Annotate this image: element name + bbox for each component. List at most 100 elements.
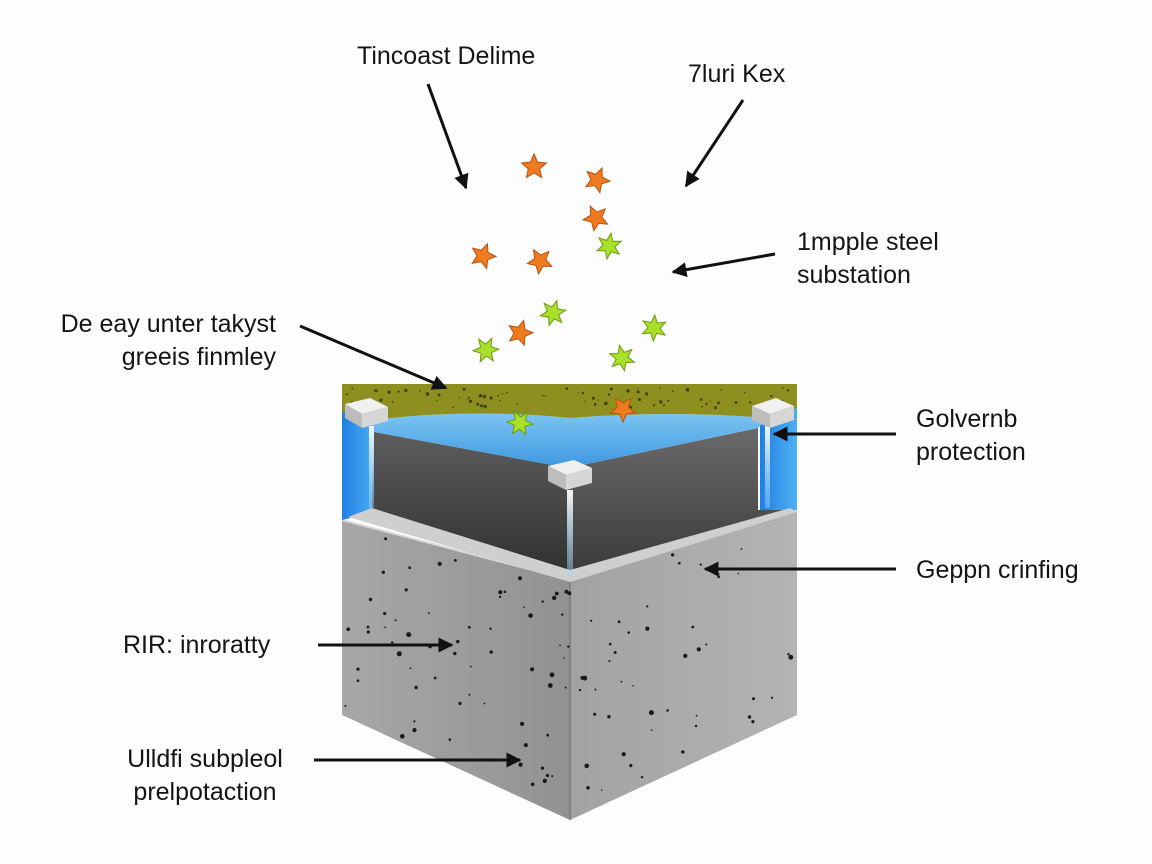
algae-speck xyxy=(458,396,460,399)
aggregate-speck xyxy=(567,591,572,596)
algae-speck xyxy=(468,399,473,403)
concrete-right-face xyxy=(570,510,797,820)
aggregate-speck xyxy=(547,683,553,688)
aggregate-speck xyxy=(406,632,412,638)
algae-speck xyxy=(489,396,493,400)
aggregate-speck xyxy=(530,667,535,672)
star-particle-icon xyxy=(608,343,636,373)
falling-particles xyxy=(471,152,667,437)
steel-post-left xyxy=(345,398,388,508)
aggregate-speck xyxy=(518,762,523,767)
steel-post-right xyxy=(752,398,794,508)
aggregate-speck xyxy=(366,625,370,629)
aggregate-speck xyxy=(621,752,626,757)
algae-speck xyxy=(581,391,585,395)
aggregate-speck xyxy=(467,625,471,629)
label-line-2: greeis finmley xyxy=(121,343,276,371)
aggregate-speck xyxy=(542,778,547,784)
aggregate-speck xyxy=(617,620,621,624)
aggregate-speck xyxy=(640,776,644,779)
algae-speck xyxy=(376,390,379,392)
aggregate-speck xyxy=(632,685,634,687)
algae-speck xyxy=(770,394,773,398)
algae-speck xyxy=(720,389,722,391)
aggregate-speck xyxy=(666,709,669,712)
algae-speck xyxy=(626,389,630,393)
aggregate-speck xyxy=(629,764,633,768)
pit-right-wall xyxy=(568,428,790,575)
aggregate-speck xyxy=(717,575,720,579)
aggregate-speck xyxy=(503,590,507,594)
concrete-block xyxy=(341,509,798,820)
algae-speck xyxy=(638,398,641,401)
label-line-1: Ulldfi subpleol xyxy=(127,745,283,773)
label-line-1: 1mpple steel xyxy=(797,228,939,256)
algae-speck xyxy=(685,387,690,392)
label-line-1: De eay unter takyst xyxy=(60,310,276,338)
aggregate-speck xyxy=(540,766,545,770)
algae-speck xyxy=(659,400,663,404)
star-particle-icon xyxy=(581,205,609,233)
aggregate-speck xyxy=(437,561,442,567)
aggregate-speck xyxy=(523,606,525,609)
aggregate-speck xyxy=(368,597,373,602)
aggregate-speck xyxy=(699,563,702,566)
algae-speck xyxy=(699,398,703,401)
label-text: Tincoast Delime xyxy=(357,42,536,70)
aggregate-speck xyxy=(366,630,370,634)
label-tincoast-delime: Tincoast Delime xyxy=(357,40,535,73)
aggregate-speck xyxy=(428,612,430,615)
left-blue-membrane-wall xyxy=(342,410,376,520)
aggregate-speck xyxy=(627,631,630,634)
star-particle-icon xyxy=(526,248,553,276)
algae-speck xyxy=(541,394,544,397)
algae-speck xyxy=(466,399,468,401)
aggregate-speck xyxy=(408,566,412,570)
aggregate-speck xyxy=(564,686,567,689)
aggregate-speck xyxy=(346,627,351,632)
aggregate-speck xyxy=(433,676,437,680)
algae-speck xyxy=(480,404,483,408)
algae-speck xyxy=(663,404,666,407)
aggregate-speck xyxy=(751,720,755,724)
steel-post-center xyxy=(548,460,592,576)
pit-left-wall xyxy=(352,432,570,575)
algae-speck xyxy=(637,387,639,389)
aggregate-speck xyxy=(683,653,688,659)
aggregate-speck xyxy=(391,641,394,644)
algae-speck xyxy=(437,393,441,397)
star-particle-icon xyxy=(584,166,612,194)
aggregate-speck xyxy=(545,773,550,778)
label-line-2: protection xyxy=(916,438,1026,466)
algae-speck xyxy=(391,400,394,403)
aggregate-speck xyxy=(586,786,590,790)
algae-speck xyxy=(636,390,640,394)
aggregate-speck xyxy=(381,570,385,574)
label-text: Geppn crinfing xyxy=(916,556,1079,584)
algae-speck xyxy=(607,393,611,396)
label-left-layer: De eay unter takyst greeis finmley xyxy=(14,308,276,374)
algae-speck xyxy=(397,390,400,393)
aggregate-speck xyxy=(541,600,544,603)
aggregate-speck xyxy=(384,537,388,541)
label-geppn-crinfing: Geppn crinfing xyxy=(916,554,1079,587)
aggregate-speck xyxy=(752,697,755,701)
algae-speck xyxy=(705,402,708,406)
star-particle-icon xyxy=(538,299,568,327)
label-7luri-kex: 7luri Kex xyxy=(688,58,785,91)
aggregate-speck xyxy=(498,590,503,595)
aggregate-speck xyxy=(483,702,486,705)
algae-speck xyxy=(667,399,670,402)
star-particle-icon xyxy=(471,337,501,363)
aggregate-speck xyxy=(552,595,557,601)
aggregate-speck xyxy=(528,613,533,618)
aggregate-speck xyxy=(523,743,528,748)
algae-speck xyxy=(659,387,661,390)
aggregate-speck xyxy=(691,625,695,629)
aggregate-speck xyxy=(705,643,708,646)
arrow-left-layer xyxy=(299,324,448,390)
star-particle-icon xyxy=(508,319,535,347)
star-particle-icon xyxy=(505,409,535,437)
